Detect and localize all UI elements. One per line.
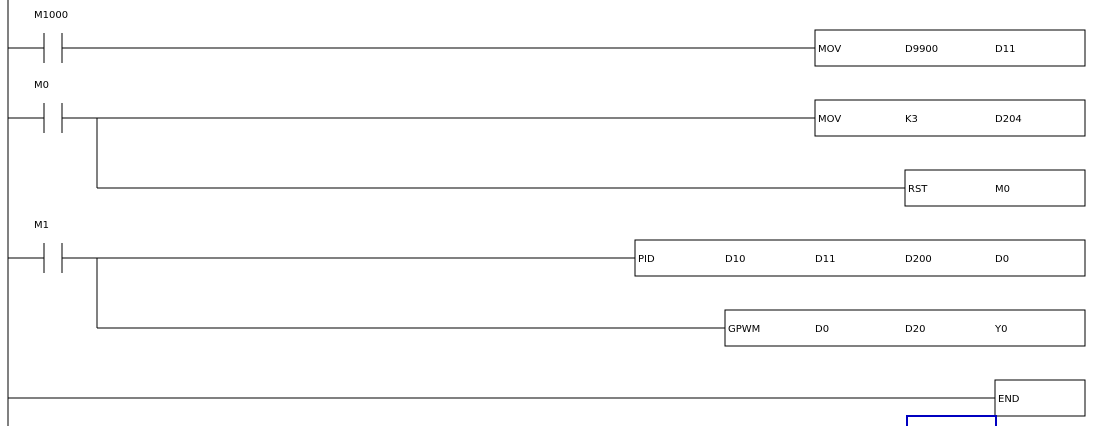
instruction-end-label: END (998, 394, 1020, 405)
operand-label: D10 (725, 254, 745, 265)
instruction-box-gpwm[interactable] (724, 309, 1086, 347)
selection-cursor[interactable] (906, 415, 997, 426)
instruction-box-pid[interactable] (634, 239, 1086, 277)
instruction-mov-label: MOV (818, 44, 841, 55)
operand-label: D204 (995, 114, 1022, 125)
contact-no-m1000[interactable] (42, 32, 64, 64)
instruction-box-mov[interactable] (814, 99, 1086, 137)
contact-no-m1[interactable] (42, 242, 64, 274)
operand-label: D200 (905, 254, 932, 265)
operand-label: K3 (905, 114, 918, 125)
instruction-mov-label: MOV (818, 114, 841, 125)
operand-label: M0 (995, 184, 1010, 195)
operand-label: D0 (995, 254, 1009, 265)
instruction-pid-label: PID (638, 254, 655, 265)
instruction-gpwm-label: GPWM (728, 324, 760, 335)
operand-label: D9900 (905, 44, 938, 55)
contact-label: M1 (34, 220, 49, 231)
contact-label: M1000 (34, 10, 68, 21)
operand-label: D20 (905, 324, 925, 335)
operand-label: D0 (815, 324, 829, 335)
instruction-box-mov[interactable] (814, 29, 1086, 67)
instruction-box-end[interactable] (994, 379, 1086, 417)
instruction-box-rst[interactable] (904, 169, 1086, 207)
contact-no-m0[interactable] (42, 102, 64, 134)
operand-label: D11 (815, 254, 835, 265)
operand-label: D11 (995, 44, 1015, 55)
instruction-rst-label: RST (908, 184, 928, 195)
operand-label: Y0 (994, 324, 1007, 335)
contact-label: M0 (34, 80, 49, 91)
